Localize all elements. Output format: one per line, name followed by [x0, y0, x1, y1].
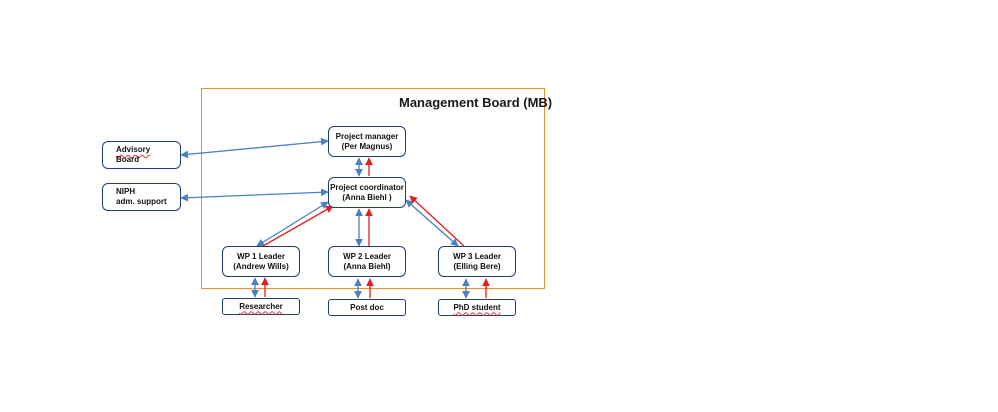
wp3-leader-name: (Elling Bere): [453, 261, 501, 271]
niph-to-coordinator-arrow: [180, 188, 329, 202]
wp1-coordinator-up-arrow: [262, 205, 334, 247]
advisory-board-line1: Advisory: [116, 145, 151, 154]
wp2-leader-name: (Anna Biehl): [343, 261, 391, 271]
project-coordinator-title: Project coordinator: [330, 182, 404, 192]
management-board-title: Management Board (MB): [399, 95, 553, 110]
wp1-leader-name: (Andrew Wills): [233, 261, 289, 271]
advisory-to-manager-arrow: [180, 137, 329, 159]
phd-student-box: PhD student: [438, 299, 516, 316]
advisory-board-line2: Board: [116, 155, 140, 164]
wp1-leader-box: WP 1 Leader (Andrew Wills): [222, 246, 300, 277]
post-doc-label: Post doc: [350, 302, 384, 312]
niph-support-line1: NIPH: [116, 187, 136, 196]
phd-student-label: PhD student: [453, 302, 501, 312]
project-manager-box: Project manager (Per Magnus): [328, 126, 406, 157]
project-manager-title: Project manager: [335, 131, 399, 141]
post-doc-box: Post doc: [328, 299, 406, 316]
wp2-leader-box: WP 2 Leader (Anna Biehl): [328, 246, 406, 277]
project-coordinator-box: Project coordinator (Anna Biehl ): [328, 177, 406, 208]
wp1-leader-title: WP 1 Leader: [237, 251, 285, 261]
project-coordinator-name: (Anna Biehl ): [342, 192, 392, 202]
wp3-leader-box: WP 3 Leader (Elling Bere): [438, 246, 516, 277]
wp3-coordinator-two-way-arrow: [405, 199, 459, 247]
wp2-leader-title: WP 2 Leader: [343, 251, 391, 261]
project-manager-name: (Per Magnus): [341, 141, 393, 151]
niph-support-line2: adm. support: [116, 197, 167, 206]
advisory-board-box: Advisory Board: [102, 141, 181, 169]
wp1-coordinator-two-way-arrow: [256, 201, 329, 247]
wp3-leader-title: WP 3 Leader: [453, 251, 501, 261]
researcher-label: Researcher: [239, 301, 283, 311]
niph-support-box: NIPH adm. support: [102, 183, 181, 211]
wp3-coordinator-up-arrow: [409, 195, 465, 247]
researcher-box: Researcher: [222, 298, 300, 315]
